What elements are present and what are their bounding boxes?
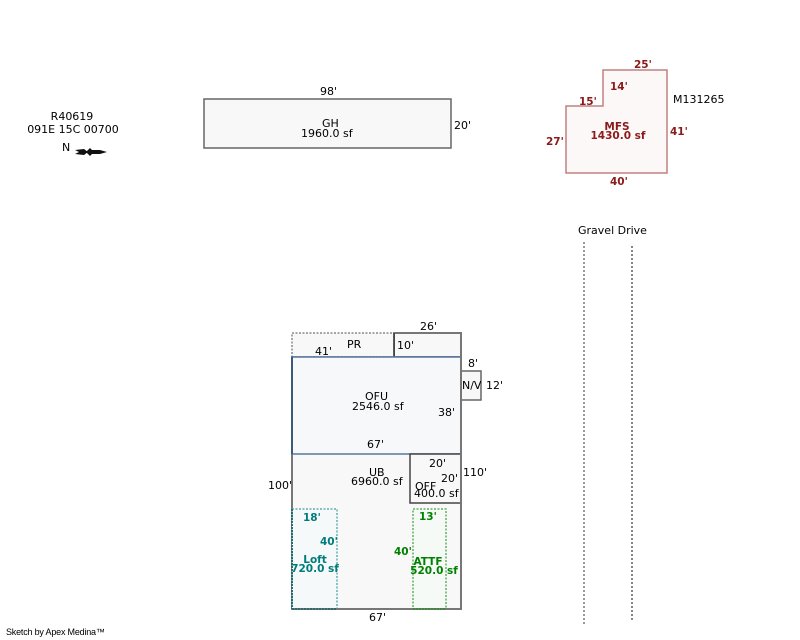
structure-attf[interactable]: 13' 40' ATTF 520.0 sf (394, 508, 458, 610)
mfs-dim-left: 27' (546, 136, 564, 148)
nv-code: N/V (462, 379, 482, 392)
ofu-area: 2546.0 sf (352, 400, 405, 413)
loft-dim-top: 18' (303, 512, 321, 524)
ub-code: UB (369, 466, 385, 479)
mfs-dim-step: 15' (579, 96, 597, 108)
ub-dim-left: 100' (268, 479, 292, 492)
sketch-credit: Sketch by Apex Medina™ (6, 627, 105, 637)
loft-code: Loft (303, 554, 327, 566)
parcel-id: R40619 (51, 110, 94, 123)
ub-area: 6960.0 sf (351, 475, 404, 488)
pr-code: PR (347, 338, 362, 351)
ub-dim-right: 110' (463, 466, 487, 479)
nv-dim-top: 8' (468, 357, 478, 370)
structure-off[interactable]: 20' 20' OFF 400.0 sf (409, 453, 462, 504)
structure-mfs[interactable]: MFS 1430.0 sf 25' 14' 15' 27' 41' 40' M1… (546, 59, 724, 188)
gh-area: 1960.0 sf (301, 127, 354, 140)
attf-area: 520.0 sf (410, 565, 458, 577)
pr-right-outline (393, 332, 462, 358)
pr-dim-side: 10' (397, 339, 414, 352)
ofu-code: OFU (365, 390, 388, 403)
gh-dim-right: 20' (454, 119, 471, 132)
gravel-drive: Gravel Drive (578, 224, 647, 626)
attf-dim-side: 40' (394, 546, 412, 558)
off-outline (409, 453, 462, 504)
structure-loft[interactable]: 18' 40' Loft 720.0 sf (291, 508, 339, 610)
gh-dim-top: 98' (320, 85, 337, 98)
mfs-dim-inner: 14' (610, 81, 628, 93)
attf-code: ATTF (413, 556, 442, 568)
north-arrow-icon (75, 148, 107, 156)
attf-outline (412, 508, 447, 610)
pr-dim-top-right: 26' (420, 320, 437, 333)
off-area: 400.0 sf (414, 487, 460, 500)
pr-outline (291, 332, 395, 358)
gh-code: GH (322, 117, 339, 130)
mfs-dim-top: 25' (634, 59, 652, 71)
mfs-dim-right: 41' (670, 126, 688, 138)
structure-nv[interactable]: N/V 8' 12' (460, 357, 503, 401)
gravel-drive-label: Gravel Drive (578, 224, 647, 237)
off-code: OFF (415, 480, 436, 493)
mfs-dim-bottom: 40' (610, 176, 628, 188)
structure-ofu[interactable]: OFU 2546.0 sf 38' 67' (291, 356, 462, 455)
nv-dim-right: 12' (486, 379, 503, 392)
mfs-id: M131265 (673, 93, 724, 106)
structure-pr[interactable]: PR 41' 10' 26' (291, 320, 462, 358)
ofu-dim-right: 38' (438, 406, 455, 419)
mfs-outline (565, 69, 668, 174)
ofu-dim-bottom: 67' (367, 438, 384, 451)
north-label: N (62, 141, 70, 154)
pr-dim-bottom: 41' (315, 345, 332, 358)
ub-dim-bottom: 67' (369, 611, 386, 624)
loft-dim-side: 40' (320, 536, 338, 548)
structure-gh[interactable]: GH 1960.0 sf 98' 20' (203, 85, 471, 149)
off-dim-top: 20' (429, 457, 446, 470)
map-number: 091E 15C 00700 (27, 123, 119, 136)
off-dim-right: 20' (441, 472, 458, 485)
loft-area: 720.0 sf (291, 563, 339, 575)
mfs-area: 1430.0 sf (591, 130, 646, 142)
gh-outline (203, 98, 452, 149)
attf-dim-top: 13' (419, 511, 437, 523)
mfs-code: MFS (604, 121, 629, 133)
